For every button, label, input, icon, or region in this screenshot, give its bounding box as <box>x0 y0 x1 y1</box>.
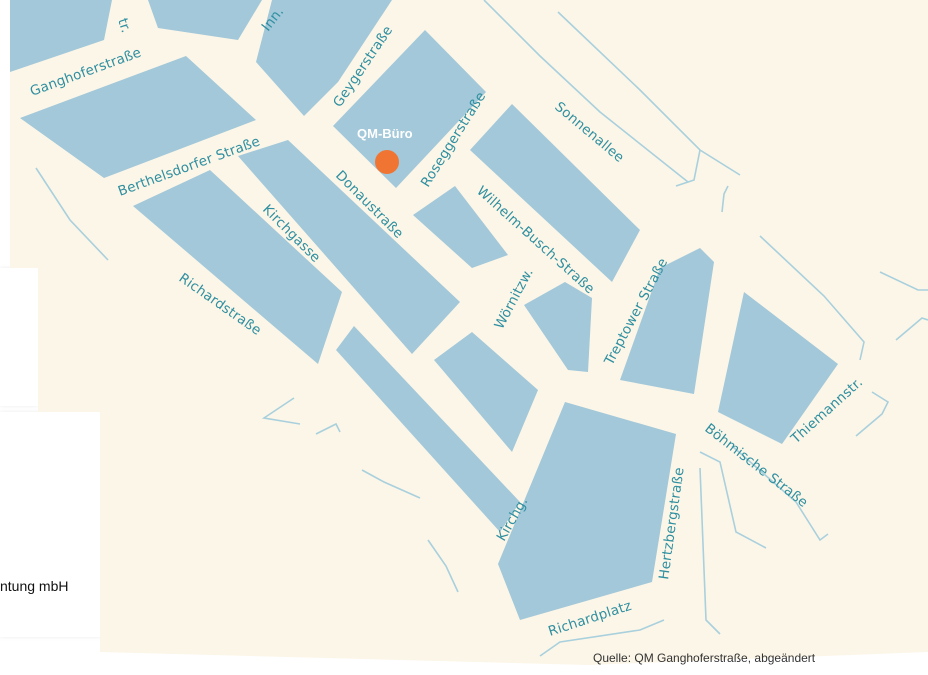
city-block <box>20 56 256 178</box>
curb-line <box>759 235 865 361</box>
map-ground <box>10 0 928 665</box>
map-source-credit: Quelle: QM Ganghoferstraße, abgeändert <box>593 651 816 665</box>
city-block <box>434 332 538 452</box>
curb-line <box>855 391 890 437</box>
curb-line <box>699 451 767 549</box>
curb-line <box>675 149 701 187</box>
street-label: tr. <box>114 16 134 35</box>
city-block <box>256 0 392 116</box>
curb-line <box>557 11 741 176</box>
curb-line <box>315 422 341 435</box>
city-block <box>498 402 676 620</box>
curb-line <box>895 317 928 341</box>
curb-lines <box>35 0 928 657</box>
curb-line <box>261 397 301 425</box>
city-block <box>10 0 112 72</box>
company-name-fragment: ntung mbH <box>0 578 69 594</box>
city-block <box>238 140 460 354</box>
poi-label: QM-Büro <box>357 126 413 141</box>
city-block <box>470 104 640 282</box>
background-card-bottom <box>0 412 102 637</box>
curb-line <box>361 469 421 499</box>
curb-line <box>483 0 689 183</box>
city-block <box>336 326 520 532</box>
city-block <box>413 186 508 268</box>
city-block <box>718 292 838 444</box>
city-block <box>148 0 262 40</box>
curb-line <box>699 467 721 635</box>
city-blocks <box>10 0 838 620</box>
city-block <box>524 282 592 372</box>
curb-line <box>721 185 729 213</box>
curb-line <box>731 445 829 542</box>
city-block <box>133 170 342 364</box>
curb-line <box>539 619 665 657</box>
curb-line <box>427 539 459 593</box>
curb-line <box>35 167 109 261</box>
city-block <box>620 248 714 394</box>
city-block <box>333 30 486 188</box>
orange-dot-icon <box>375 150 399 174</box>
curb-line <box>879 271 928 291</box>
